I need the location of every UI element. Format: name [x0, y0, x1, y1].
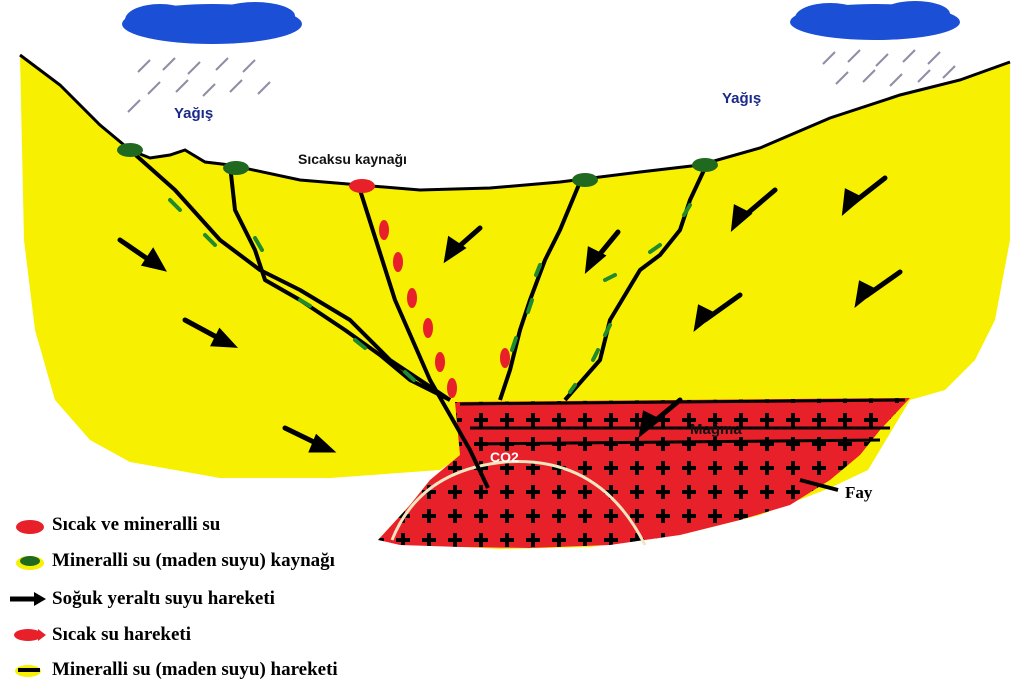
hot-water-flow-icon — [8, 625, 48, 645]
fault-label: Fay — [845, 483, 873, 502]
legend-item: Mineralli su (maden suyu) hareketi — [8, 653, 338, 687]
cloud-right-icon — [790, 1, 960, 40]
hot-spring-label: Sıcaksu kaynağı — [298, 151, 407, 167]
rain-left-label: Yağış — [174, 105, 213, 122]
rain-right — [823, 50, 955, 86]
mineral-water-flow-icon — [8, 660, 48, 680]
hot-mineral-water-icon — [8, 515, 48, 535]
legend-label: Mineralli su (maden suyu) hareketi — [52, 659, 338, 681]
legend-item: Soğuk yeraltı suyu hareketi — [8, 582, 275, 616]
rain-left — [128, 58, 270, 112]
legend-label: Sıcak ve mineralli su — [52, 514, 220, 536]
mineral-spring-icon — [8, 551, 48, 571]
magma-label: Mağma — [690, 421, 742, 438]
legend-label: Sıcak su hareketi — [52, 624, 191, 646]
legend-label: Mineralli su (maden suyu) kaynağı — [52, 550, 335, 572]
cold-groundwater-arrow-icon — [8, 589, 48, 609]
legend-item: Mineralli su (maden suyu) kaynağı — [8, 544, 335, 578]
legend-item: Sıcak su hareketi — [8, 618, 191, 652]
hot-spring-marker — [349, 179, 375, 193]
legend-item: Sıcak ve mineralli su — [8, 508, 220, 542]
rain-right-label: Yağış — [722, 90, 761, 107]
cloud-left-icon — [122, 2, 302, 44]
co2-label: CO2 — [490, 449, 519, 465]
legend-label: Soğuk yeraltı suyu hareketi — [52, 588, 275, 610]
